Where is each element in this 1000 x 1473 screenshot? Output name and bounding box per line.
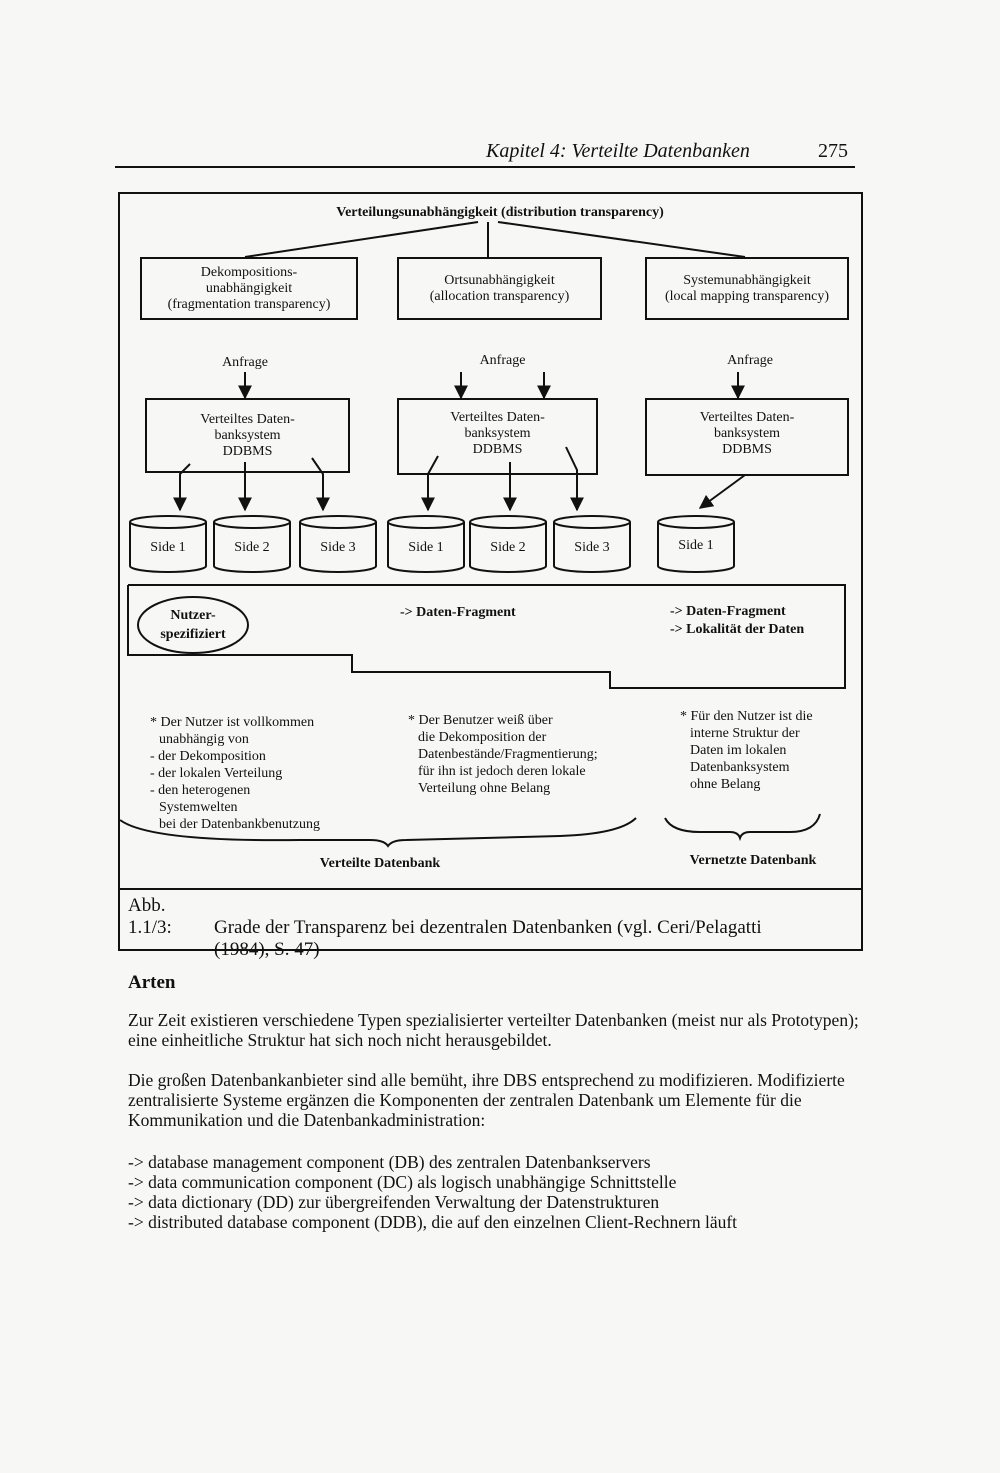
ddbms-2-line-2: banksystem <box>464 426 531 441</box>
user-specified-col3: -> Daten-Fragment -> Lokalität der Daten <box>670 603 845 639</box>
note-1-line-2: unabhängig von <box>159 732 249 747</box>
note-3-line-2: interne Struktur der <box>690 726 800 741</box>
level-3-line-2: (local mapping transparency) <box>664 288 830 304</box>
site-label-3-1: Side 1 <box>678 538 714 553</box>
list-item: -> data communication component (DC) als… <box>128 1172 677 1192</box>
site-label-2-1: Side 1 <box>408 540 444 555</box>
note-3: * Für den Nutzer ist die interne Struktu… <box>680 708 850 793</box>
site-label-2-3: Side 3 <box>574 540 610 555</box>
level-3-line-1: Systemunabhängigkeit <box>683 272 811 288</box>
ddbms-3-line-3: DDBMS <box>722 442 772 457</box>
note-3-line-3: Daten im lokalen <box>690 743 787 758</box>
query-label-1: Anfrage <box>222 355 268 370</box>
note-2-line-5: Verteilung ohne Belang <box>418 781 551 796</box>
badge-line-2: spezifiziert <box>160 627 226 642</box>
note-3-line-4: Datenbanksystem <box>690 760 790 775</box>
ddbms-box-2: Verteiltes Daten- banksystem DDBMS <box>397 398 598 475</box>
note-1-line-4: - der lokalen Verteilung <box>150 766 283 781</box>
ddbms-1-line-1: Verteiltes Daten- <box>200 412 295 427</box>
caption-reference: (1984), S. 47) <box>214 939 320 960</box>
component-list: -> database management component (DB) de… <box>128 1152 868 1232</box>
note-1-line-5: - den heterogenen <box>150 783 251 798</box>
link-1-3 <box>311 457 330 512</box>
caption-text: Grade der Transparenz bei dezentralen Da… <box>214 917 762 938</box>
link-1-1 <box>173 463 191 512</box>
brace-label-distributed: Verteilte Datenbank <box>319 856 441 871</box>
figure-caption: Abb. 1.1/3: Grade der Transparenz bei dez… <box>128 895 850 961</box>
running-head: Kapitel 4: Verteilte Datenbanken <box>486 140 750 162</box>
note-2-line-1: * Der Benutzer weiß über <box>408 713 553 728</box>
ddbms-1-line-2: banksystem <box>214 428 281 443</box>
list-item: -> database management component (DB) de… <box>128 1152 651 1172</box>
ddbms-box-1: Verteiltes Daten- banksystem DDBMS <box>145 398 350 473</box>
level-box-fragmentation: Dekompositions- unabhängigkeit (fragment… <box>140 257 358 320</box>
level-1-line-3: (fragmentation transparency) <box>167 296 331 312</box>
page-number: 275 <box>818 140 848 162</box>
note-1-line-7: bei der Datenbankbenutzung <box>159 817 320 832</box>
distribution-transparency-title: Verteilungsunabhängigkeit (distribution … <box>336 205 664 220</box>
level-box-allocation: Ortsunabhängigkeit (allocation transpare… <box>397 257 602 320</box>
note-2-line-2: die Dekomposition der <box>418 730 547 745</box>
site-cylinders <box>129 515 735 573</box>
ddbms-3-line-1: Verteiltes Daten- <box>699 410 795 425</box>
user-specified-badge-text: Nutzer- spezifiziert <box>140 606 246 644</box>
site-label-1-3: Side 3 <box>320 540 356 555</box>
level-1-line-2: unabhängigkeit <box>205 280 293 296</box>
brace-left <box>119 817 637 848</box>
note-3-line-5: ohne Belang <box>690 777 761 792</box>
note-2-line-3: Datenbestände/Fragmentierung; <box>418 747 598 762</box>
col3-line-2: -> Lokalität der Daten <box>670 622 805 637</box>
list-item: -> data dictionary (DD) zur übergreifend… <box>128 1192 660 1212</box>
note-1-line-3: - der Dekomposition <box>150 749 266 764</box>
diagram-graphics <box>119 221 846 848</box>
ddbms-3-line-2: banksystem <box>713 426 781 441</box>
user-specified-badge <box>137 596 249 654</box>
site-label-1-1: Side 1 <box>150 540 186 555</box>
note-1-line-1: * Der Nutzer ist vollkommen <box>150 715 315 730</box>
link-3-1 <box>698 474 746 509</box>
caption-number: Abb. 1.1/3: <box>128 895 172 938</box>
note-3-line-1: * Für den Nutzer ist die <box>680 709 813 724</box>
site-label-1-2: Side 2 <box>234 540 270 555</box>
brace-right <box>664 813 821 842</box>
header-rule <box>115 166 855 168</box>
figure-frame <box>118 192 863 951</box>
tree-line-right <box>497 221 746 258</box>
query-label-2: Anfrage <box>479 353 526 368</box>
ddbms-1-line-3: DDBMS <box>222 444 273 459</box>
user-specified-col2: -> Daten-Fragment <box>400 605 516 620</box>
query-label-3: Anfrage <box>727 353 773 368</box>
level-box-local-mapping: Systemunabhängigkeit (local mapping tran… <box>645 257 849 320</box>
level-2-line-1: Ortsunabhängigkeit <box>444 272 555 288</box>
paragraph-vendors: Die großen Datenbankanbieter sind alle b… <box>128 1070 845 1130</box>
note-2-line-4: für ihn ist jedoch deren lokale <box>418 764 586 779</box>
caption-rule <box>118 888 861 890</box>
list-item: -> distributed database component (DDB),… <box>128 1212 738 1232</box>
section-heading: Arten <box>128 972 176 993</box>
link-2-3 <box>565 446 584 512</box>
badge-line-1: Nutzer- <box>170 608 216 623</box>
level-2-line-2: (allocation transparency) <box>429 288 570 304</box>
note-1-line-6: Systemwelten <box>159 800 238 815</box>
ddbms-2-line-3: DDBMS <box>472 442 523 457</box>
paragraph-types: Zur Zeit existieren verschiedene Typen s… <box>128 1010 859 1050</box>
note-2: * Der Benutzer weiß über die Dekompositi… <box>408 712 653 797</box>
tree-line-left <box>244 221 479 258</box>
user-specified-outline <box>127 584 846 689</box>
col3-line-1: -> Daten-Fragment <box>670 604 786 619</box>
ddbms-box-3: Verteiltes Daten- banksystem DDBMS <box>645 398 849 476</box>
brace-label-networked: Vernetzte Datenbank <box>689 853 817 868</box>
site-label-2-2: Side 2 <box>490 540 526 555</box>
ddbms-2-line-1: Verteiltes Daten- <box>450 410 545 425</box>
level-1-line-1: Dekompositions- <box>200 264 298 280</box>
note-1: * Der Nutzer ist vollkommen unabhängig v… <box>150 714 380 833</box>
